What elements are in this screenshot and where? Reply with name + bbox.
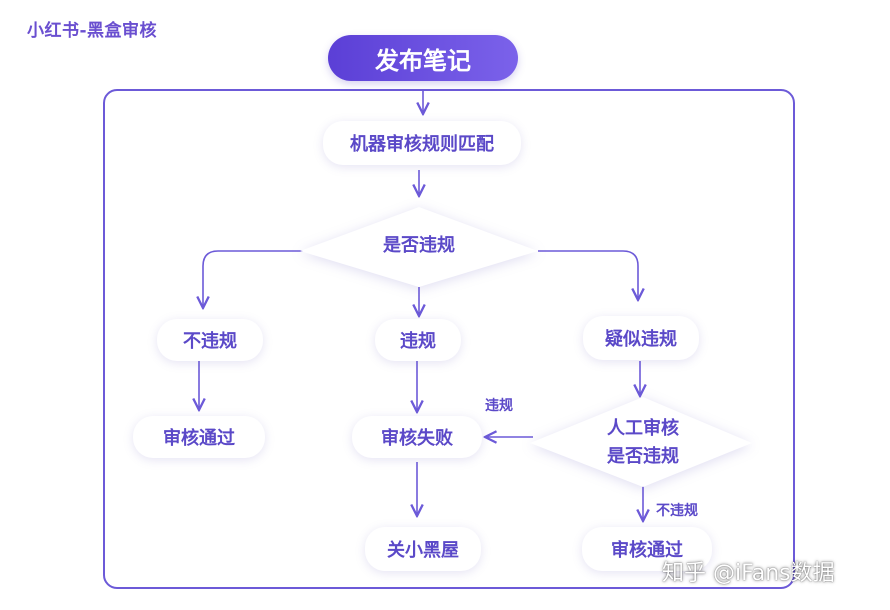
decision-diamond-is-violation: [300, 207, 538, 287]
node-not-violation: 不违规: [157, 319, 263, 361]
decision-is-violation: 是否违规: [330, 226, 508, 266]
node-suspected-label: 疑似违规: [605, 329, 677, 350]
arrow-decision-to-suspected: [538, 250, 638, 300]
node-pass-right-label: 审核通过: [611, 540, 683, 561]
decision-manual-line1: 人工审核: [607, 418, 679, 440]
watermark: 知乎 @iFans数据: [662, 561, 835, 586]
node-fail: 审核失败: [352, 416, 482, 458]
node-machine-match-label: 机器审核规则匹配: [350, 134, 494, 155]
node-blackroom: 关小黑屋: [365, 527, 481, 571]
node-pass-left: 审核通过: [133, 416, 265, 458]
flow-frame: [103, 89, 795, 589]
node-suspected: 疑似违规: [583, 316, 699, 360]
arrow-decision-to-not-violation: [203, 250, 308, 308]
decision-manual-review: 人工审核 是否违规: [563, 413, 723, 473]
decision-manual-line2: 是否违规: [607, 446, 679, 467]
node-violation: 违规: [375, 319, 461, 361]
decision-is-violation-label: 是否违规: [383, 235, 455, 257]
edge-label-to-fail: 违规: [485, 398, 513, 414]
node-not-violation-label: 不违规: [183, 331, 237, 352]
start-node-label: 发布笔记: [375, 46, 471, 75]
start-node: 发布笔记: [328, 35, 518, 81]
corner-title: 小红书-黑盒审核: [27, 21, 158, 41]
decision-diamond-manual: [530, 397, 752, 487]
node-pass-right: 审核通过: [582, 527, 712, 571]
node-fail-label: 审核失败: [381, 428, 453, 449]
node-blackroom-label: 关小黑屋: [387, 540, 459, 561]
node-machine-match: 机器审核规则匹配: [323, 121, 521, 165]
node-pass-left-label: 审核通过: [163, 428, 235, 449]
node-violation-label: 违规: [400, 331, 436, 352]
edge-label-to-pass: 不违规: [656, 503, 698, 519]
